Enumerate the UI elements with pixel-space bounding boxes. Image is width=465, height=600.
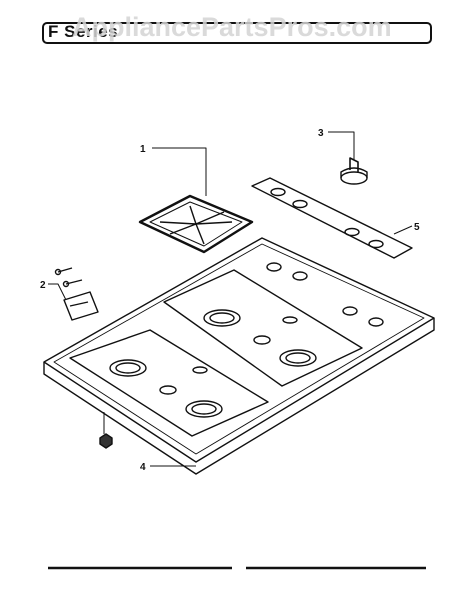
callout-3: 3 (318, 128, 324, 139)
series-title: F Series (48, 22, 119, 41)
callout-5: 5 (414, 222, 420, 233)
callout-4: 4 (140, 462, 146, 473)
leader-lines (48, 131, 413, 467)
hex-nut (99, 433, 113, 449)
series-banner (42, 22, 432, 44)
mounting-bracket (54, 267, 99, 321)
control-knob (340, 157, 368, 185)
callout-2: 2 (40, 280, 46, 291)
callout-1: 1 (140, 144, 146, 155)
watermark-text: AppliancePartsPros.com (72, 12, 392, 42)
burner-grate (138, 194, 254, 254)
control-panel-plate (251, 177, 413, 259)
cooktop-panel (43, 237, 435, 475)
